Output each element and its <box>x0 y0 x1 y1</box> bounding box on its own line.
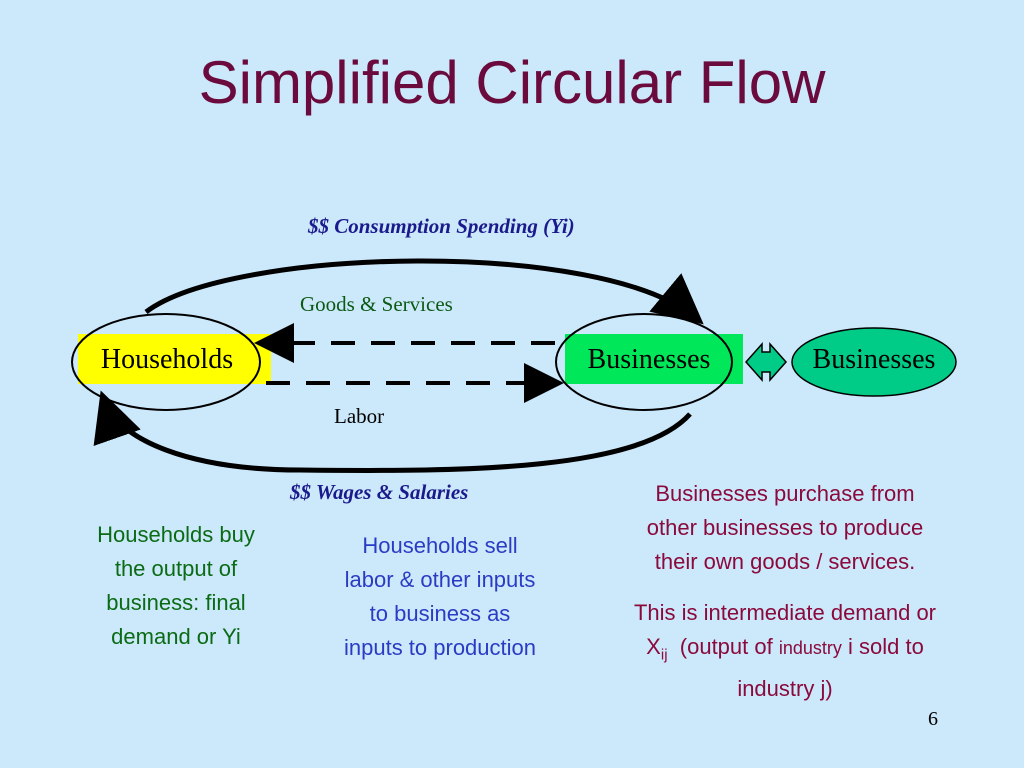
note-line: labor & other inputs <box>344 567 536 592</box>
note-line-x: Xij (output of industry i sold to <box>600 630 970 672</box>
x-subscript: ij <box>660 646 668 664</box>
wages-salaries-arrow <box>93 390 692 473</box>
households-buy-note: Households buy the output of business: f… <box>70 518 282 654</box>
wages-salaries-label: $$ Wages & Salaries <box>290 480 469 504</box>
page-number: 6 <box>928 708 938 730</box>
note-line: inputs to production <box>343 635 537 660</box>
note-line: to business as <box>369 601 511 626</box>
note-line: their own goods / services. <box>654 549 916 574</box>
note-line: the output of <box>114 556 238 581</box>
households-box <box>78 334 271 384</box>
slide-title: Simplified Circular Flow <box>198 49 826 116</box>
labor-label: Labor <box>334 404 385 428</box>
note-line: Businesses purchase from <box>655 481 915 506</box>
x-symbol: X <box>646 634 661 659</box>
output-of-text: (output of <box>679 634 773 659</box>
note-line: other businesses to produce <box>646 515 924 540</box>
industry-word: industry <box>778 638 842 658</box>
intermediate-demand-note: This is intermediate demand or Xij (outp… <box>600 596 970 706</box>
goods-services-label: Goods & Services <box>300 292 453 316</box>
consumption-spending-arrow <box>144 258 704 325</box>
consumption-spending-label: $$ Consumption Spending (Yi) <box>308 214 575 238</box>
households-label: Households <box>100 344 234 375</box>
businesses-label: Businesses <box>587 344 711 375</box>
businesses-ellipse <box>555 313 733 411</box>
sold-to-text: i sold to <box>848 634 924 659</box>
note-line: industry j) <box>737 676 833 702</box>
note-line: This is intermediate demand or <box>633 600 937 625</box>
households-sell-note: Households sell labor & other inputs to … <box>320 529 560 665</box>
businesses-box <box>565 334 743 384</box>
note-line: Households buy <box>97 522 255 547</box>
businesses-purchase-note: Businesses purchase from other businesse… <box>610 477 960 579</box>
note-line: demand or Yi <box>111 624 241 649</box>
other-businesses-label: Businesses <box>812 344 936 375</box>
other-businesses-ellipse <box>791 327 957 397</box>
double-arrow-icon <box>744 342 788 382</box>
note-line: Households sell <box>362 533 518 558</box>
note-line: business: final <box>106 590 246 615</box>
